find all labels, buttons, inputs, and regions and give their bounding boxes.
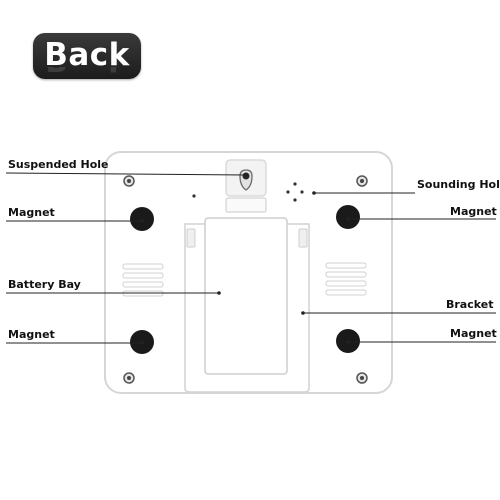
screw-top-left [123, 175, 135, 187]
bracket-hinge [225, 197, 267, 213]
indicator-dot [192, 194, 196, 198]
screw-bottom-left [123, 372, 135, 384]
sounding-hole [286, 182, 304, 202]
screw-bottom-right [356, 372, 368, 384]
vent-right [325, 262, 367, 296]
leader-suspended-hole [5, 172, 247, 176]
magnet-top-left [130, 207, 154, 231]
label-sounding-hole: Sounding Hole [417, 178, 500, 191]
label-magnet-bottom-right: Magnet [450, 327, 497, 340]
leader-magnet-top-left-dot [140, 219, 144, 223]
label-magnet-top-right: Magnet [450, 205, 497, 218]
leader-suspended-hole-dot [244, 173, 248, 177]
bracket-slot-right [298, 228, 308, 248]
leader-magnet-bottom-left-dot [140, 341, 144, 345]
leader-bracket-dot [301, 311, 305, 315]
leader-magnet-top-right-dot [346, 217, 350, 221]
screw-top-right [356, 175, 368, 187]
back-badge: Back Back [33, 33, 141, 79]
label-magnet-top-left: Magnet [8, 206, 55, 219]
leader-sounding-hole-dot [312, 191, 316, 195]
label-magnet-bottom-left: Magnet [8, 328, 55, 341]
label-battery-bay: Battery Bay [8, 278, 81, 291]
magnet-top-right [336, 205, 360, 229]
bracket-slot-left [186, 228, 196, 248]
label-suspended-hole: Suspended Hole [8, 158, 109, 171]
leader-battery-bay-dot [217, 291, 221, 295]
label-bracket: Bracket [446, 298, 494, 311]
battery-bay-door [204, 217, 288, 375]
leader-magnet-bottom-right-dot [346, 340, 350, 344]
suspended-hole [225, 159, 267, 197]
back-badge-label: Back [44, 37, 130, 73]
